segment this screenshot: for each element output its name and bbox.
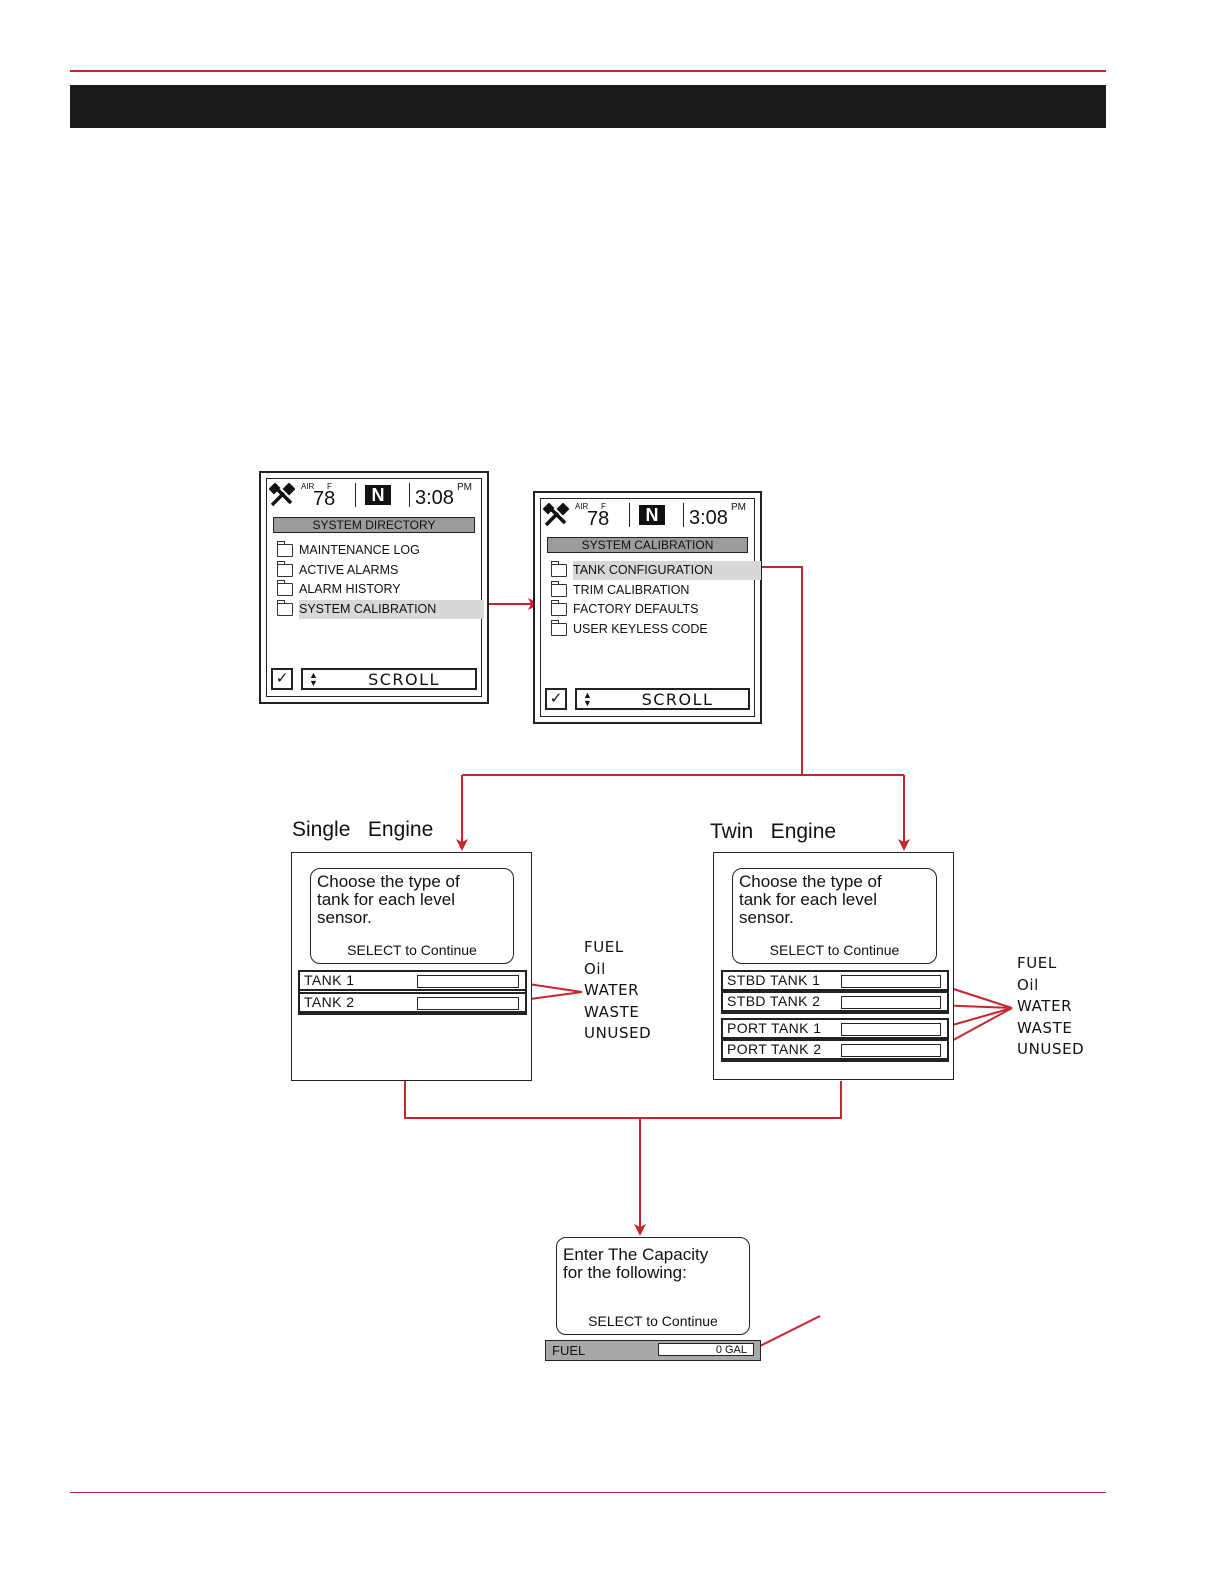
unit-label: F: [327, 482, 332, 491]
top-rule: [70, 70, 1106, 72]
single-engine-panel: Choose the type of tank for each level s…: [291, 852, 532, 1081]
air-temperature: 78: [313, 488, 336, 510]
scroll-button[interactable]: ▲▼ SCROLL: [575, 688, 750, 710]
option-water: WATER: [1017, 997, 1073, 1015]
tank-type-field[interactable]: [841, 1023, 941, 1036]
single-tank-options: FUEL Oil WATER WASTE UNUSED: [584, 937, 651, 1045]
screen-footer: ✓ ▲▼ SCROLL: [271, 668, 477, 692]
folder-icon: [551, 561, 567, 577]
menu-item-system-calibration[interactable]: SYSTEM CALIBRATION: [277, 599, 485, 620]
option-water: WATER: [584, 981, 640, 999]
menu-item-maintenance-log[interactable]: MAINTENANCE LOG: [277, 541, 477, 561]
option-unused: UNUSED: [584, 1024, 652, 1042]
twin-engine-panel: Choose the type of tank for each level s…: [713, 852, 954, 1080]
tools-icon: [269, 483, 295, 507]
message-text: Choose the type of tank for each level s…: [739, 872, 882, 927]
select-check-button[interactable]: ✓: [545, 688, 567, 710]
menu-item-user-keyless-code[interactable]: USER KEYLESS CODE: [551, 619, 750, 640]
tank-type-field[interactable]: [417, 975, 519, 988]
gauge-screen-system-directory: AIR F 78 N 3:08 PM SYSTEM DIRECTORY MAIN…: [259, 471, 489, 704]
select-continue-text: SELECT to Continue: [769, 942, 900, 958]
clock-ampm: PM: [457, 482, 472, 493]
tank-type-field[interactable]: [417, 997, 519, 1010]
select-check-button[interactable]: ✓: [271, 668, 293, 690]
capacity-message-box: Enter The Capacity for the following: SE…: [556, 1237, 750, 1335]
message-box: Choose the type of tank for each level s…: [310, 868, 514, 964]
folder-icon: [551, 619, 567, 636]
screen-title: SYSTEM DIRECTORY: [273, 517, 475, 533]
tank-row-stbd-1[interactable]: STBD TANK 1: [721, 970, 949, 991]
stbd-tank-list: STBD TANK 1 STBD TANK 2: [721, 970, 949, 1014]
folder-icon: [277, 599, 293, 616]
select-continue-text: SELECT to Continue: [588, 1313, 718, 1329]
folder-icon: [551, 600, 567, 616]
gauge-screen-system-calibration: AIR F 78 N 3:08 PM SYSTEM CALIBRATION TA…: [533, 491, 762, 724]
screen-footer: ✓ ▲▼ SCROLL: [545, 688, 750, 712]
folder-icon: [277, 560, 293, 577]
merge-line: [404, 1081, 842, 1119]
up-down-arrows-icon: ▲▼: [583, 690, 592, 708]
status-header: AIR F 78 N 3:08 PM: [541, 499, 754, 531]
tank-row-2[interactable]: TANK 2: [298, 992, 527, 1013]
air-label: AIR: [301, 482, 315, 491]
tank-row-port-2[interactable]: PORT TANK 2: [721, 1039, 949, 1060]
option-oil: Oil: [584, 959, 606, 978]
calibration-menu: TANK CONFIGURATION TRIM CALIBRATION FACT…: [551, 561, 761, 640]
tank-row-stbd-2[interactable]: STBD TANK 2: [721, 991, 949, 1012]
folder-icon: [277, 541, 293, 557]
select-continue-text: SELECT to Continue: [347, 942, 477, 958]
tank-type-field[interactable]: [841, 975, 941, 988]
tank-row-port-1[interactable]: PORT TANK 1: [721, 1018, 949, 1039]
status-header: AIR F 78 N 3:08 PM: [267, 479, 481, 511]
option-fuel: FUEL: [1017, 954, 1057, 972]
clock-time: 3:08: [415, 487, 454, 509]
option-fuel: FUEL: [584, 938, 624, 956]
fuel-capacity-row[interactable]: FUEL 0 GAL: [545, 1340, 761, 1361]
directory-menu: MAINTENANCE LOG ACTIVE ALARMS ALARM HIST…: [277, 541, 485, 620]
scroll-button[interactable]: ▲▼ SCROLL: [301, 668, 477, 690]
fuel-label: FUEL: [552, 1343, 586, 1358]
tank-type-field[interactable]: [841, 1044, 941, 1057]
tools-icon: [543, 503, 569, 527]
menu-item-tank-configuration[interactable]: TANK CONFIGURATION: [551, 561, 761, 581]
folder-icon: [277, 580, 293, 596]
port-tank-list: PORT TANK 1 PORT TANK 2: [721, 1018, 949, 1062]
header-bar: [70, 85, 1106, 128]
air-label: AIR: [575, 502, 589, 511]
option-waste: WASTE: [1017, 1018, 1073, 1037]
menu-item-active-alarms[interactable]: ACTIVE ALARMS: [277, 560, 477, 581]
scroll-label: SCROLL: [368, 670, 440, 689]
gear-indicator: N: [365, 485, 391, 505]
air-temperature: 78: [587, 508, 610, 530]
capacity-message-text: Enter The Capacity for the following:: [563, 1245, 709, 1282]
folder-icon: [551, 580, 567, 597]
clock-time: 3:08: [689, 507, 728, 529]
menu-item-trim-calibration[interactable]: TRIM CALIBRATION: [551, 580, 750, 601]
screen-title: SYSTEM CALIBRATION: [547, 537, 748, 553]
message-text: Choose the type of tank for each level s…: [317, 872, 460, 927]
menu-item-alarm-history[interactable]: ALARM HISTORY: [277, 580, 477, 600]
tank-type-field[interactable]: [841, 996, 941, 1009]
fuel-capacity-field[interactable]: 0 GAL: [658, 1343, 754, 1356]
tank-row-1[interactable]: TANK 1: [298, 970, 527, 991]
bottom-rule: [70, 1492, 1106, 1493]
twin-engine-title: Twin Engine: [710, 820, 837, 843]
up-down-arrows-icon: ▲▼: [309, 670, 318, 688]
option-waste: WASTE: [584, 1002, 640, 1021]
single-engine-title: Single Engine: [292, 818, 434, 841]
twin-tank-options: FUEL Oil WATER WASTE UNUSED: [1017, 953, 1084, 1061]
message-box: Choose the type of tank for each level s…: [732, 868, 937, 964]
menu-item-factory-defaults[interactable]: FACTORY DEFAULTS: [551, 600, 750, 620]
option-unused: UNUSED: [1017, 1040, 1085, 1058]
scroll-label: SCROLL: [641, 690, 714, 709]
clock-ampm: PM: [731, 502, 746, 513]
option-oil: Oil: [1017, 975, 1039, 994]
unit-label: F: [601, 502, 606, 511]
tank-list: TANK 1 TANK 2: [298, 970, 527, 1015]
gear-indicator: N: [639, 505, 665, 525]
